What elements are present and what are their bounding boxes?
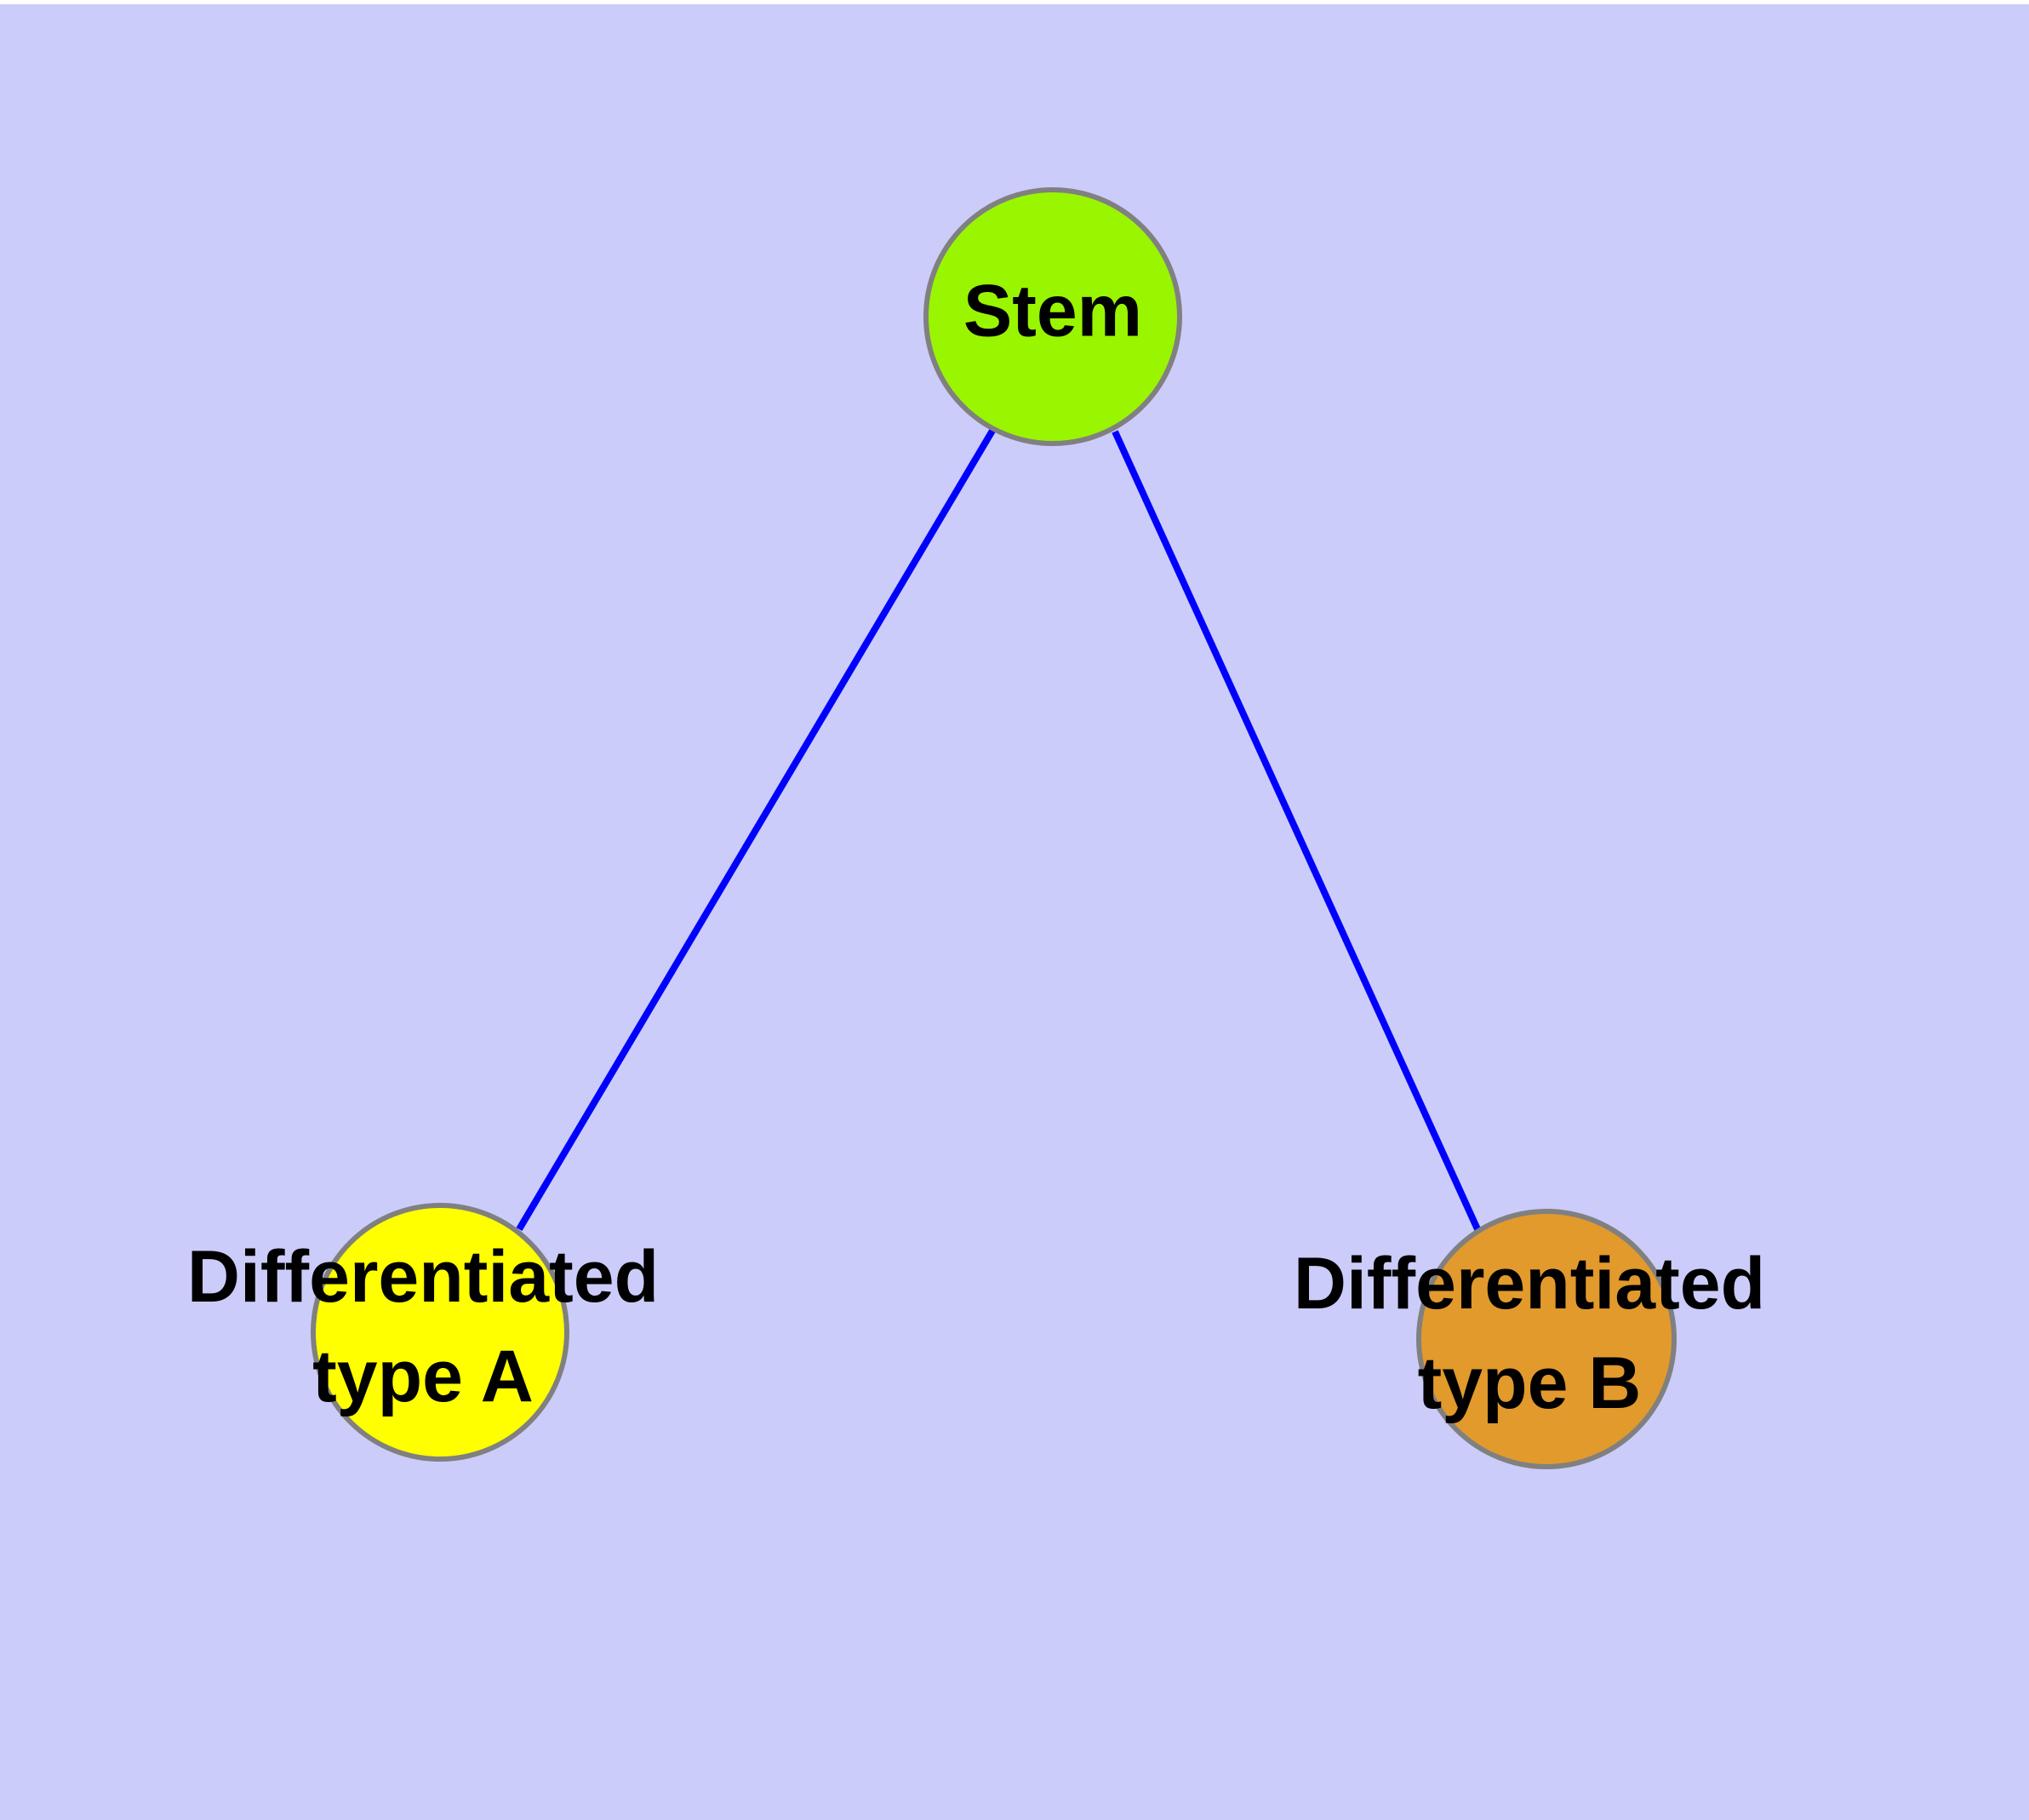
node-label-diff-a-line1: Differentiated (187, 1236, 659, 1318)
node-label-diff-a-line2: type A (312, 1336, 534, 1417)
edges-layer (516, 428, 1481, 1232)
edge-stem-to-diff-b[interactable] (1112, 430, 1481, 1231)
node-circle-diff-b[interactable] (1416, 1209, 1677, 1469)
node-diff-b[interactable]: Differentiated type B (1294, 1209, 1765, 1469)
node-label-diff-b-line1: Differentiated (1294, 1243, 1765, 1325)
node-circle-diff-a[interactable] (311, 1203, 569, 1462)
node-label-stem: Stem (963, 271, 1142, 352)
node-stem[interactable]: Stem (923, 187, 1182, 446)
node-circle-stem[interactable] (923, 187, 1182, 446)
node-diff-a[interactable]: Differentiated type A (187, 1203, 659, 1462)
node-label-diff-b-line2: type B (1418, 1342, 1642, 1424)
edge-stem-to-diff-a[interactable] (516, 428, 996, 1232)
